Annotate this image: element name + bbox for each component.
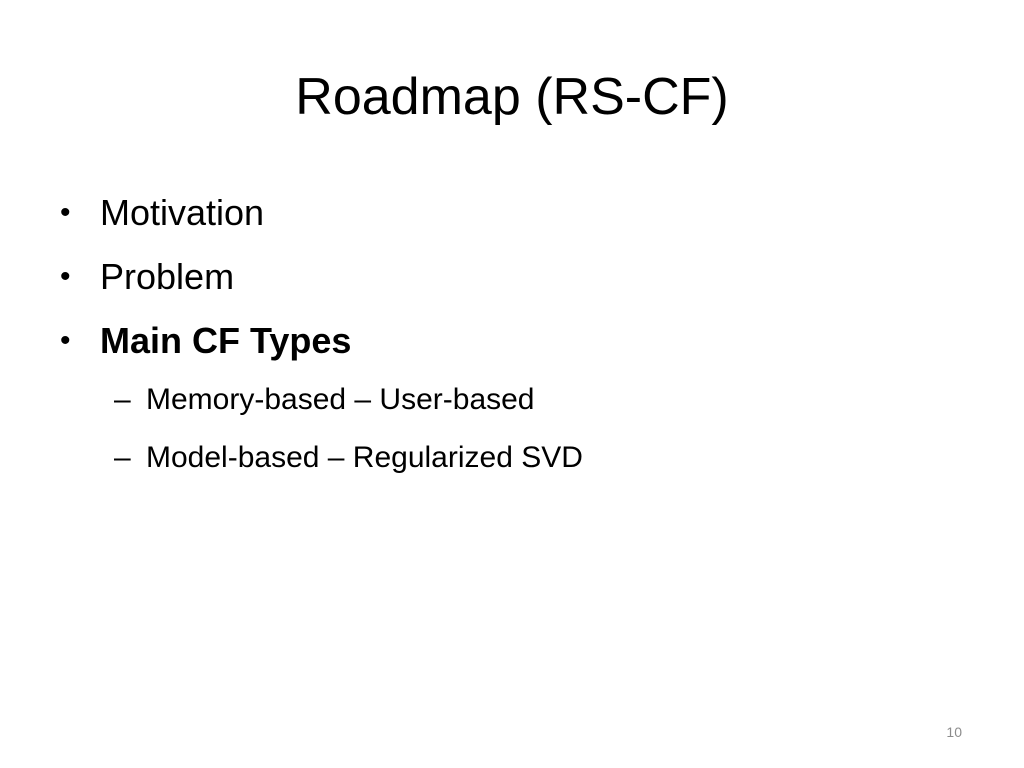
bullet-marker: • (60, 196, 71, 229)
sub-bullet-text: Model-based – Regularized SVD (146, 441, 583, 474)
bullet-marker: • (60, 324, 71, 357)
sub-bullet-text: Memory-based – User-based (146, 383, 535, 416)
bullet-text: Main CF Types (100, 320, 352, 361)
bullet-item-problem: • Problem (60, 252, 960, 316)
page-number: 10 (946, 724, 962, 740)
slide-title: Roadmap (RS-CF) (295, 68, 729, 126)
bullet-item-main-cf-types: • Main CF Types (60, 316, 960, 380)
sub-bullet-marker: – (114, 441, 131, 474)
bullet-list: • Motivation • Problem • Main CF Types –… (60, 188, 960, 496)
bullet-text: Problem (100, 256, 235, 297)
sub-bullet-marker: – (114, 383, 131, 416)
bullet-item-motivation: • Motivation (60, 188, 960, 252)
sub-bullet-memory-based: – Memory-based – User-based (60, 380, 960, 438)
bullet-marker: • (60, 260, 71, 293)
bullet-text: Motivation (100, 192, 265, 233)
sub-bullet-model-based: – Model-based – Regularized SVD (60, 438, 960, 496)
